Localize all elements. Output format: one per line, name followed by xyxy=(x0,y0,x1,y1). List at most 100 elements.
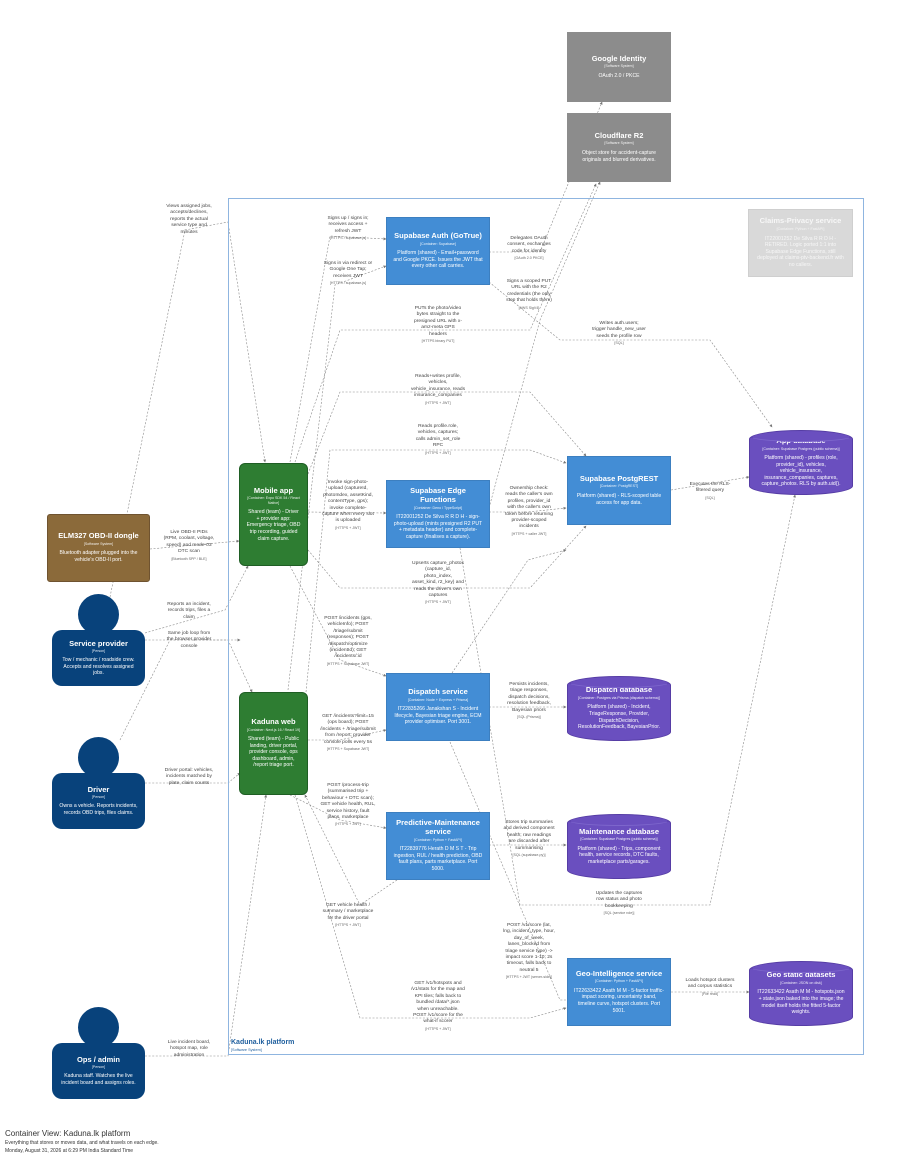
edge-label-tech: [SQL (service role)] xyxy=(603,911,635,916)
node-desc: Shared (team) - Driver + provider app: E… xyxy=(246,509,301,542)
edge-label-tech: [HTTPS + JWT] xyxy=(425,400,451,405)
edge-label: Reports an incident, records trips, file… xyxy=(164,602,214,621)
node-kind: [Container: Next.js 16 / React 19] xyxy=(247,727,300,732)
edge-label: GET vehicle health / summary / marketpla… xyxy=(321,903,375,928)
node-desc: OAuth 2.0 / PKCE xyxy=(598,72,640,79)
node-title: Maintenance database xyxy=(578,826,660,836)
edge-label: Signs up / signs in; receives access + r… xyxy=(322,216,374,241)
edge-label-text: Reports an incident, records trips, file… xyxy=(167,602,211,620)
node-desc: Platform (shared) - Incident, TriageResp… xyxy=(577,704,661,731)
edge-label: Signs a scoped PUT URL with the R2 crede… xyxy=(502,279,556,310)
kaduna-platform-boundary xyxy=(228,198,864,1055)
edge-label: Ownership check: reads the caller's own … xyxy=(503,486,555,536)
node-kind: [Container: Expo SDK 54 / React Native] xyxy=(247,496,300,505)
person-title: Driver xyxy=(87,785,110,795)
person-body: Service provider [Person] Tow / mechanic… xyxy=(52,630,145,686)
claims-privacy-node[interactable]: Claims-Privacy service [Container: Pytho… xyxy=(748,209,853,277)
edge-label-tech: [HTTPS + JWT] xyxy=(425,600,451,605)
mobile-app-node[interactable]: Mobile app [Container: Expo SDK 54 / Rea… xyxy=(239,463,308,566)
dispatch-database-node[interactable]: Dispatch database [Container: Postgres v… xyxy=(567,676,671,741)
person-title: Service provider xyxy=(69,639,128,649)
geo-static-datasets-node[interactable]: Geo static datasets [Container: JSON on … xyxy=(749,961,853,1026)
node-desc: IT22001252 De Silva R R D H - sign-photo… xyxy=(393,514,483,540)
edge-label-text: POST /incidents (gps, vehicleInfo); POST… xyxy=(324,616,372,660)
edge-label: Stores trip summaries and derived compon… xyxy=(503,820,555,858)
edge-label: GET /v1/hotspots and /v1/stats for the m… xyxy=(411,981,465,1031)
node-desc: Bluetooth adapter plugged into the vehic… xyxy=(59,550,138,564)
dispatch-service-node[interactable]: Dispatch service [Container: Node + Expr… xyxy=(386,673,490,741)
node-title: Predictive-Maintenance service xyxy=(396,818,480,837)
supabase-auth-node[interactable]: Supabase Auth (GoTrue) [Container: Supab… xyxy=(386,217,490,285)
predictive-maintenance-node[interactable]: Predictive-Maintenance service [Containe… xyxy=(386,812,490,880)
geo-intelligence-node[interactable]: Geo-Intelligence service [Container: Pyt… xyxy=(567,958,671,1026)
node-title: Supabase PostgREST xyxy=(579,473,659,483)
node-kind: [Container: Node + Express + Prisma] xyxy=(407,697,469,702)
edge-label: Reads+writes profile, vehicles, vehicle_… xyxy=(410,374,466,405)
edge-label: POST /process-trip (summarised trip + be… xyxy=(320,783,376,827)
edge-mobile-postgrest xyxy=(307,391,587,475)
edge-label-text: Reads profile.role, vehicles, captures; … xyxy=(415,424,461,449)
edge-label-tech: [AWS SigV4] xyxy=(518,305,540,310)
edge-label-text: PUTs the photo/video bytes straight to t… xyxy=(414,306,462,337)
edge-label-text: Reads+writes profile, vehicles, vehicle_… xyxy=(410,374,466,399)
person-title: Ops / admin xyxy=(77,1055,120,1065)
edge-edge-appdb xyxy=(459,494,796,906)
edge-label-tech: [HTTPS / supabase-js] xyxy=(329,236,367,241)
edge-label-text: Signs in via redirect or Google One Tap;… xyxy=(323,261,373,279)
node-title: Supabase Auth (GoTrue) xyxy=(394,231,482,241)
node-kind: [Container: Python + FastAPI] xyxy=(776,227,825,232)
kaduna-web-node[interactable]: Kaduna web [Container: Next.js 16 / Reac… xyxy=(239,692,308,795)
edge-mobile-postgrest2 xyxy=(307,525,587,589)
edge-label: Writes auth.users; trigger handle_new_us… xyxy=(592,321,646,346)
edge-mobile-edge xyxy=(307,511,387,515)
node-desc: IT22633422 Asath M M - 5-factor traffic-… xyxy=(574,987,664,1014)
node-desc: Object store for accident-capture origin… xyxy=(582,149,656,163)
node-title: Mobile app xyxy=(253,485,294,495)
node-kind: [Container: PostgREST] xyxy=(599,484,639,489)
node-kind: [Container: Supabase Postgres (public sc… xyxy=(580,837,658,842)
node-kind: [Software System] xyxy=(83,541,114,546)
maintenance-database-node[interactable]: Maintenance database [Container: Supabas… xyxy=(567,814,671,879)
edge-label-text: POST /v1/score (lat, lng, incident_type,… xyxy=(503,923,555,973)
edge-label: Persists incidents, triage responses, di… xyxy=(503,682,555,720)
edge-functions-node[interactable]: Supabase Edge Functions [Container: Deno… xyxy=(386,480,490,548)
edge-label: PUTs the photo/video bytes straight to t… xyxy=(413,306,463,344)
edge-label-text: Delegates OAuth consent, exchanges code … xyxy=(507,236,551,254)
elm327-dongle-node[interactable]: ELM327 OBD-II dongle [Software System] B… xyxy=(47,514,150,582)
edge-label-text: Stores trip summaries and derived compon… xyxy=(503,820,555,851)
node-kind: [Software System] xyxy=(604,141,634,146)
edge-label-tech: [SQL (supabase-py)] xyxy=(512,852,546,857)
boundary-title: Kaduna.lk platform xyxy=(231,1039,295,1046)
edge-label-text: GET /v1/hotspots and /v1/stats for the m… xyxy=(411,981,465,1025)
edge-web-postgrest xyxy=(305,449,567,693)
edge-label-text: Updates the captures row status and phot… xyxy=(595,891,643,909)
edge-label-tech: [SQL (Prisma)] xyxy=(517,714,541,719)
edge-label: Views assigned jobs, accepts/declines, r… xyxy=(164,204,214,236)
node-title: Kaduna web xyxy=(251,716,296,726)
cloudflare-r2-node[interactable]: Cloudflare R2 [Software System] Object s… xyxy=(567,113,671,182)
google-identity-node[interactable]: Google Identity [Software System] OAuth … xyxy=(567,32,671,102)
edge-postgrest-appdb xyxy=(670,475,750,491)
edge-provider-elm xyxy=(119,638,241,741)
edge-web-predictive xyxy=(289,794,387,830)
edge-label: POST /incidents (gps, vehicleInfo); POST… xyxy=(320,616,376,666)
edge-label-tech: [HTTPS + Supabase JWT] xyxy=(326,746,370,751)
edge-dispatch-appdb xyxy=(451,549,567,674)
edge-label: Signs in via redirect or Google One Tap;… xyxy=(322,261,374,286)
node-desc: IT22835266 Janakshan S - Incident lifecy… xyxy=(394,706,482,726)
edge-label-text: Ownership check: reads the caller's own … xyxy=(505,486,553,530)
postgrest-node[interactable]: Supabase PostgREST [Container: PostgREST… xyxy=(567,456,671,525)
edge-label-text: Loads hotspot clusters and corpus statis… xyxy=(685,978,735,990)
app-database-node[interactable]: App database [Container: Supabase Postgr… xyxy=(749,430,853,495)
node-title: Google Identity xyxy=(591,53,647,63)
person-kind: [Person] xyxy=(91,1065,106,1070)
person-kind: [Person] xyxy=(91,649,106,654)
node-kind: [Container: Python + FastAPI] xyxy=(414,837,462,842)
node-desc: Shared (team) - Public landing, driver p… xyxy=(248,736,299,769)
person-kind: [Person] xyxy=(91,795,106,800)
person-head-icon xyxy=(78,737,119,778)
person-head-icon xyxy=(78,1007,119,1048)
node-kind: [Container: Python + FastAPI] xyxy=(595,979,643,984)
edge-label-text: Live incident board, hotspot map, role a… xyxy=(167,1040,211,1058)
